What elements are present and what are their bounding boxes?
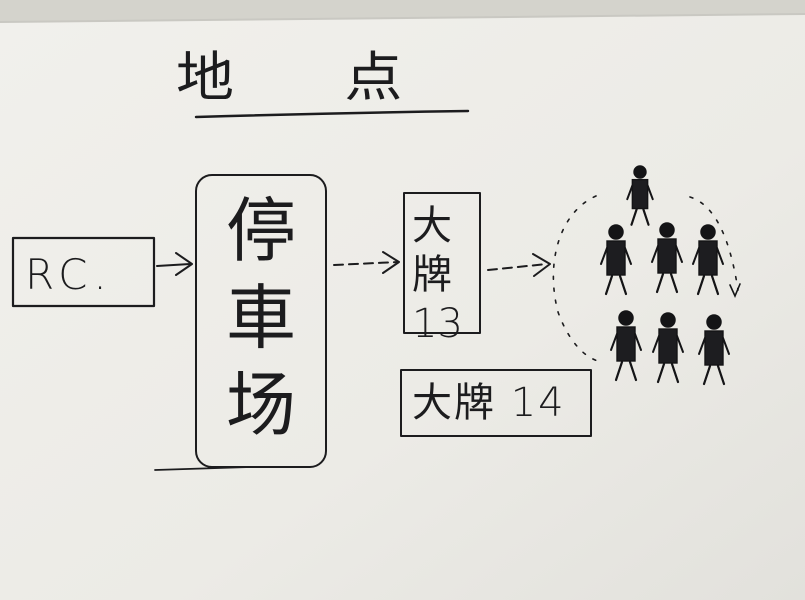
rc-label: RC.	[25, 250, 113, 299]
arrowhead-parking-taipai13	[382, 251, 400, 274]
person-head	[618, 310, 634, 326]
person-body	[658, 328, 678, 364]
people-group-icon	[600, 165, 741, 386]
person-head	[706, 314, 722, 330]
parking-label: 停車场	[226, 190, 296, 446]
taipai13-box	[403, 192, 481, 334]
arrow-taipai13-group	[487, 263, 548, 271]
paper-sheet	[0, 14, 805, 600]
person-head	[659, 222, 675, 238]
taipai14-box	[400, 369, 592, 437]
taipai14-label: 大牌 14	[412, 380, 566, 426]
person-body	[631, 178, 649, 210]
arrow-parking-taipai13	[333, 261, 399, 266]
person-head	[660, 312, 676, 328]
person-head	[700, 224, 716, 240]
title-underline	[194, 109, 470, 119]
parking-base-line	[154, 466, 251, 471]
taipai13-label: 大牌 13	[412, 203, 463, 347]
diagram-title: 地 点	[176, 45, 449, 109]
person-body	[657, 238, 677, 274]
person-body	[704, 330, 724, 366]
arrowhead-rc-parking	[175, 252, 193, 276]
person-head	[633, 165, 647, 179]
arrow-rc-parking	[156, 263, 191, 267]
rc-box	[11, 236, 156, 308]
person-body	[606, 240, 626, 276]
parking-box	[195, 174, 327, 468]
person-body	[698, 240, 718, 276]
person-head	[608, 224, 624, 240]
arrowhead-taipai13-group	[532, 253, 551, 277]
group-dotted-circle	[552, 195, 604, 363]
person-body	[616, 326, 636, 362]
